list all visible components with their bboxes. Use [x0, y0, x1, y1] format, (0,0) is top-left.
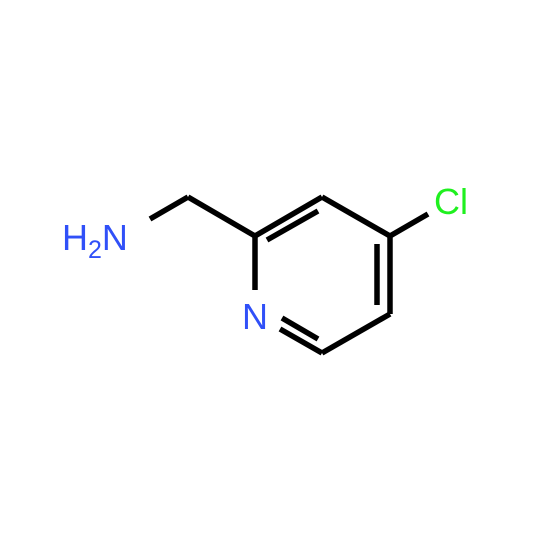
bond-c4-cl: [388, 211, 430, 239]
bond-c3-c4: [320, 194, 392, 239]
chlorine-label: Cl: [434, 181, 468, 222]
amine-label: H2N: [62, 217, 128, 264]
bond-ch2-c2: [186, 194, 257, 239]
double-bond-c6-n1: [280, 315, 320, 342]
bond-ch2-nh2: [148, 194, 190, 222]
bond-c5-c6: [320, 311, 392, 356]
double-bond-c2-c3: [265, 208, 320, 243]
bond-c6-n1: [278, 326, 324, 356]
bond-c2-c3: [253, 194, 324, 239]
ring-nitrogen-label: N: [242, 296, 268, 337]
